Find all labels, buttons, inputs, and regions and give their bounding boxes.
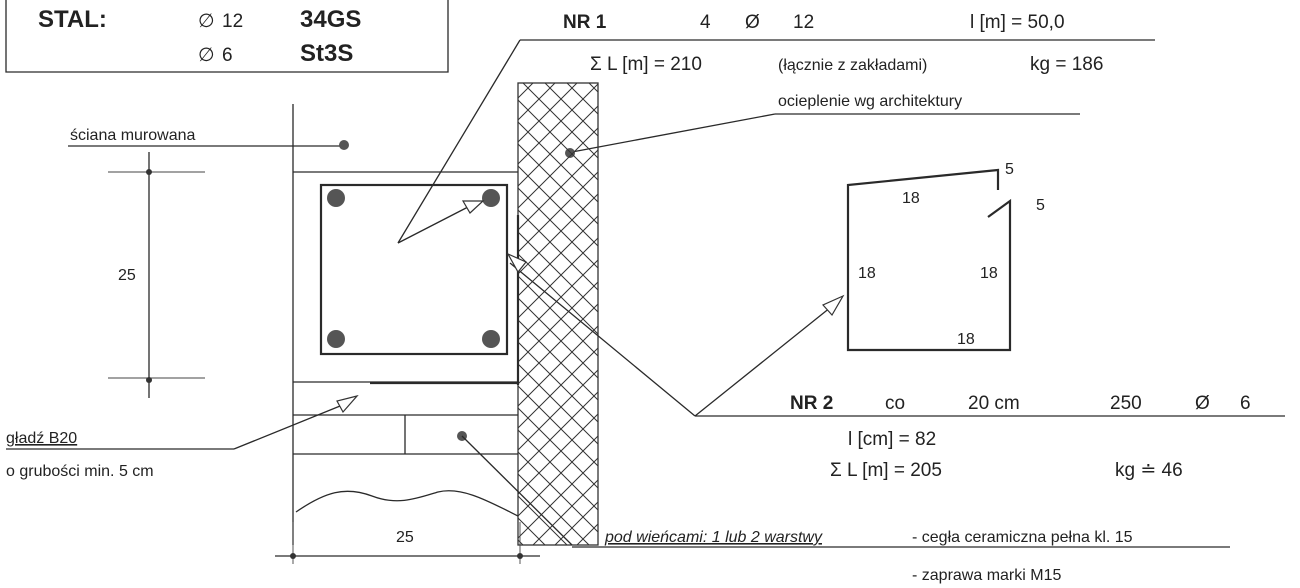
nr2-title: NR 2	[790, 393, 833, 414]
nr1-arrow	[461, 200, 485, 214]
rebar-bottom-left	[327, 330, 345, 348]
nr1-title: NR 1	[563, 12, 607, 33]
nr2-kg: kg ≐ 46	[1115, 460, 1183, 481]
nr1-note: (łącznie z zakładami)	[778, 57, 927, 74]
nr1-count: 4	[700, 12, 711, 33]
nr1-spec: NR 1 4 Ø 12 l [m] = 50,0 Σ L [m] = 210 (…	[520, 12, 1155, 75]
base-layers	[293, 381, 519, 517]
brick-spec: - cegła ceramiczna pełna kl. 15	[912, 529, 1133, 546]
nr2-diameter: 6	[1240, 393, 1251, 414]
stirrup-shape-outline	[846, 168, 1012, 352]
nr1-leader	[397, 39, 521, 244]
nr2-leader-right	[694, 302, 837, 417]
nr2-count: 250	[1110, 393, 1142, 414]
steel-grade-1: 34GS	[300, 6, 361, 33]
under-beams-label: pod wieńcami: 1 lub 2 warstwy	[604, 529, 823, 546]
steel-diameter-1: 12	[222, 11, 243, 32]
nr2-length: l [cm] = 82	[848, 429, 936, 450]
nr2-spacing: 20 cm	[968, 393, 1020, 414]
rebar-top-right	[482, 189, 500, 207]
nr2-spec: NR 2 co 20 cm 250 Ø 6 l [cm] = 82 Σ L [m…	[695, 393, 1285, 481]
nr1-kg: kg = 186	[1030, 54, 1103, 75]
screed-label: gładź B20	[6, 430, 77, 447]
nr2-phi: Ø	[1195, 393, 1210, 414]
stirrup-shape: 18 5 5 18 18 18	[846, 161, 1045, 352]
stirrup-dim-hook1: 5	[1005, 161, 1014, 178]
insulation-block	[517, 82, 599, 546]
steel-diameter-2: 6	[222, 45, 233, 66]
rebar-top-left	[327, 189, 345, 207]
screed-callout: gładź B20 o grubości min. 5 cm	[6, 394, 359, 480]
nr2-leader-left	[509, 262, 696, 417]
nr2-spacing-label: co	[885, 393, 905, 414]
screed-arrow	[336, 394, 359, 414]
stirrup-dim-left: 18	[858, 265, 876, 282]
masonry-callout: pod wieńcami: 1 lub 2 warstwy - cegła ce…	[461, 435, 1230, 584]
stirrup-dim-right: 18	[980, 265, 998, 282]
steel-spec-box: STAL: ∅ 12 34GS ∅ 6 St3S	[5, 0, 449, 73]
nr1-diameter: 12	[793, 12, 814, 33]
insulation-label: ocieplenie wg architektury	[778, 93, 962, 110]
stirrup-dim-hook2: 5	[1036, 197, 1045, 214]
beam-section	[319, 183, 509, 356]
steel-label: STAL:	[38, 6, 107, 33]
nr1-sum-length: Σ L [m] = 210	[590, 54, 702, 75]
insulation-callout: ocieplenie wg architektury	[565, 93, 1080, 158]
phi-symbol-2: ∅	[198, 45, 215, 66]
stirrup-outline	[319, 183, 509, 356]
wall-label: ściana murowana	[70, 127, 196, 144]
height-dimension: 25	[108, 152, 205, 398]
stirrup-dim-bottom: 18	[957, 331, 975, 348]
mortar-spec: - zaprawa marki M15	[912, 567, 1061, 584]
height-dimension-value: 25	[118, 267, 136, 284]
steel-grade-2: St3S	[300, 40, 353, 67]
nr2-sum-length: Σ L [m] = 205	[830, 460, 942, 481]
stirrup-dim-top: 18	[902, 190, 920, 207]
break-line	[295, 490, 519, 517]
width-dimension-value: 25	[396, 529, 414, 546]
screed-thickness: o grubości min. 5 cm	[6, 463, 154, 480]
width-dimension: 25	[275, 522, 540, 564]
rebar-bottom-right	[482, 330, 500, 348]
nr1-length: l [m] = 50,0	[970, 12, 1065, 33]
nr1-phi: Ø	[745, 12, 760, 33]
wall-callout: ściana murowana	[68, 127, 349, 150]
wall-marker	[339, 140, 349, 150]
phi-symbol-1: ∅	[198, 11, 215, 32]
